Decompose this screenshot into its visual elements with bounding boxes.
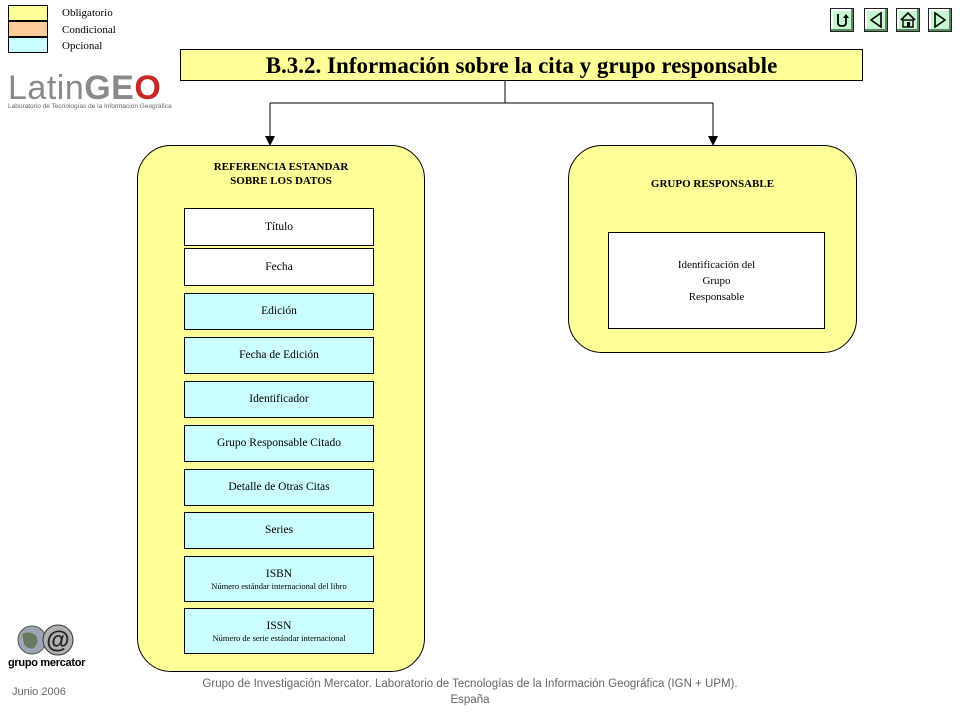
- footer-date: Junio 2006: [12, 686, 66, 698]
- mercator-logo: @: [17, 624, 74, 656]
- item-edicion[interactable]: Edición: [184, 293, 374, 330]
- group-title-line-2: SOBRE LOS DATOS: [230, 175, 332, 187]
- item-grupo-responsable-citado[interactable]: Grupo Responsable Citado: [184, 425, 374, 462]
- arrowhead-left: [265, 136, 275, 146]
- previous-icon: [869, 11, 882, 29]
- item-fecha[interactable]: Fecha: [184, 248, 374, 286]
- footer-credit: Grupo de Investigación Mercator. Laborat…: [120, 676, 820, 708]
- logo-part-1: Latin: [8, 69, 85, 107]
- legend-label-conditional: Condicional: [62, 24, 116, 36]
- item-label: Fecha: [265, 260, 293, 273]
- item-label: Edición: [261, 305, 297, 317]
- item-titulo[interactable]: Título: [184, 208, 374, 246]
- group-title-responsable: GRUPO RESPONSABLE: [650, 178, 775, 190]
- previous-button[interactable]: [864, 8, 888, 32]
- svg-text:@: @: [46, 627, 69, 654]
- next-icon: [934, 11, 947, 29]
- legend-label-mandatory: Obligatorio: [62, 7, 113, 19]
- mercator-logo-text: grupo mercator: [8, 657, 86, 669]
- legend-label-optional: Opcional: [62, 40, 103, 52]
- footer-credit-line-1: Grupo de Investigación Mercator. Laborat…: [202, 678, 738, 690]
- return-icon: [837, 14, 849, 27]
- item-isbn[interactable]: ISBN Número estándar internacional del l…: [184, 556, 374, 602]
- return-button[interactable]: [830, 8, 854, 32]
- item-label: Fecha de Edición: [239, 349, 319, 361]
- legend-swatch-optional: [8, 37, 48, 53]
- logo-part-2: GE: [84, 69, 135, 107]
- arrowhead-right: [708, 136, 718, 146]
- logo-part-3: O: [134, 69, 162, 107]
- latingeo-logo: LatinGEO: [8, 70, 161, 106]
- item-identificacion-grupo-responsable[interactable]: Identificación del Grupo Responsable: [608, 232, 825, 329]
- item-sublabel: Número estándar internacional del libro: [211, 580, 347, 591]
- home-button[interactable]: [896, 8, 920, 32]
- group-title-referencia: REFERENCIA ESTANDAR SOBRE LOS DATOS: [137, 160, 425, 188]
- item-label: ISSN: [266, 619, 292, 632]
- item-sublabel: Número de serie estándar internacional: [212, 632, 346, 643]
- item-label: Series: [264, 524, 294, 536]
- item-label: ISBN: [265, 567, 293, 580]
- item-label: Grupo Responsable Citado: [217, 437, 341, 449]
- legend-swatch-conditional: [8, 21, 48, 37]
- footer-credit-line-2: España: [450, 694, 490, 706]
- item-label: Título: [264, 220, 294, 233]
- next-button[interactable]: [928, 8, 952, 32]
- logo-subtitle: Laboratorio de Tecnologías de la Informa…: [8, 103, 172, 110]
- group-title-line-1: REFERENCIA ESTANDAR: [213, 161, 349, 173]
- item-issn[interactable]: ISSN Número de serie estándar internacio…: [184, 608, 374, 654]
- legend-swatch-mandatory: [8, 5, 48, 21]
- home-icon: [900, 11, 916, 28]
- item-fecha-de-edicion[interactable]: Fecha de Edición: [184, 337, 374, 374]
- item-series[interactable]: Series: [184, 512, 374, 549]
- item-detalle-otras-citas[interactable]: Detalle de Otras Citas: [184, 469, 374, 506]
- item-label: Identificador: [249, 393, 309, 405]
- item-label: Detalle de Otras Citas: [228, 481, 330, 493]
- item-identificador[interactable]: Identificador: [184, 381, 374, 418]
- page-title: B.3.2. Información sobre la cita y grupo…: [180, 49, 863, 81]
